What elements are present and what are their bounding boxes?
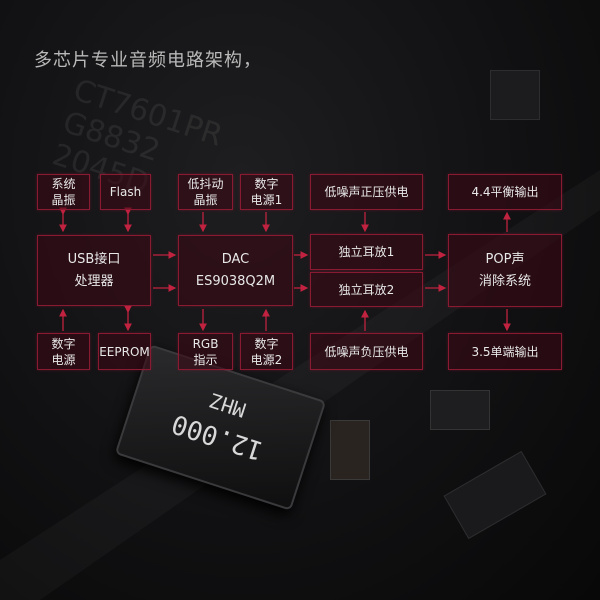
block-neg-supply: 低噪声负压供电 <box>310 333 423 370</box>
block-rgb: RGB 指示 <box>178 333 233 370</box>
block-amp2: 独立耳放2 <box>310 272 423 307</box>
block-amp1: 独立耳放1 <box>310 234 423 270</box>
block-digital-power1: 数字 电源1 <box>240 174 293 210</box>
block-balanced-out: 4.4平衡输出 <box>448 174 562 210</box>
pcb-component <box>430 390 490 430</box>
block-usb-processor: USB接口 处理器 <box>37 235 151 306</box>
block-eeprom: EEPROM <box>98 333 151 370</box>
block-sys-crystal: 系统 晶振 <box>37 174 90 210</box>
block-single-out: 3.5单端输出 <box>448 333 562 370</box>
page-title: 多芯片专业音频电路架构， <box>34 50 262 71</box>
block-pop-suppression: POP声 消除系统 <box>448 234 562 307</box>
block-digital-power: 数字 电源 <box>37 333 90 370</box>
pcb-component <box>330 420 370 480</box>
block-dac: DAC ES9038Q2M <box>178 235 293 306</box>
block-flash: Flash <box>100 174 151 210</box>
block-pos-supply: 低噪声正压供电 <box>310 174 423 210</box>
block-low-jitter-crystal: 低抖动 晶振 <box>178 174 233 210</box>
pcb-component <box>490 70 540 120</box>
block-digital-power2: 数字 电源2 <box>240 333 293 370</box>
